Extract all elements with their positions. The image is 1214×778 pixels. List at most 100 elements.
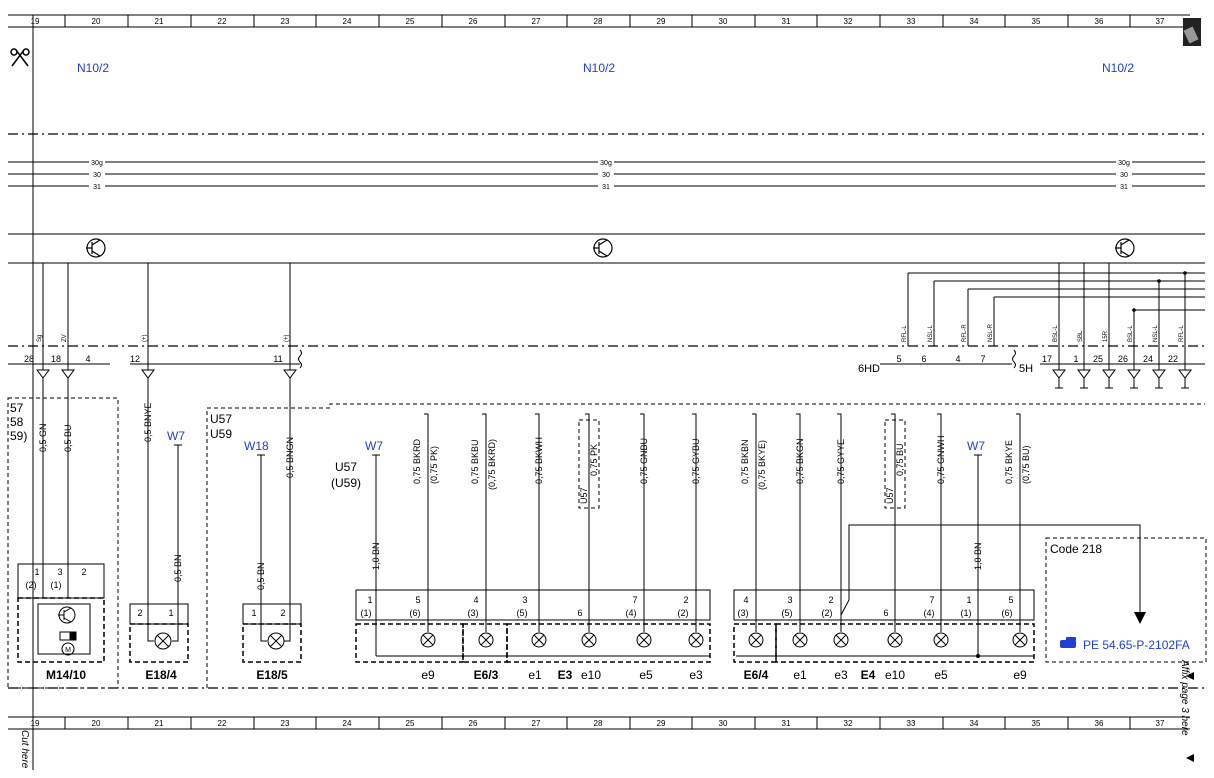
- affix-arrow-icon: [1186, 672, 1194, 762]
- ruler-col-35: 35: [1032, 17, 1041, 26]
- connector-5h-label: 5H: [1019, 363, 1033, 375]
- lamp-pin-alt: (2): [822, 608, 833, 618]
- lamp-label: e3: [834, 668, 848, 682]
- bus-30-left: 30: [93, 172, 101, 179]
- lamp-icon: [792, 632, 808, 648]
- lamp-pin: 4: [473, 595, 478, 605]
- plug-arrow-icon: [1052, 369, 1066, 389]
- ruler-bottom-col-20: 20: [92, 719, 101, 728]
- ruler-bottom-col-28: 28: [594, 719, 603, 728]
- e18-5-component-box: [242, 623, 302, 663]
- bus-30g-right: 30g: [1118, 160, 1130, 167]
- ruler-bottom-col-33: 33: [907, 719, 916, 728]
- lamp-label: E3: [558, 668, 573, 682]
- lamp-icon: [478, 632, 494, 648]
- ruler-bottom-col-30: 30: [719, 719, 728, 728]
- component-m14-10: M14/10: [46, 668, 86, 682]
- wire-label: 0,75 GNBU: [639, 438, 649, 484]
- left-signal-wires: [42, 263, 291, 370]
- ruler-bottom-col-36: 36: [1095, 719, 1104, 728]
- wire-label: 0,75 PK: [589, 444, 599, 476]
- pin-label-6hd: NSL-L: [928, 324, 934, 342]
- lamp-block-connector: [355, 589, 711, 621]
- ruler-bottom-col-37: 37: [1156, 719, 1165, 728]
- u57-module-box: [206, 403, 1205, 688]
- m14-pin-alt: (1): [51, 580, 62, 590]
- code-218-label: Code 218: [1050, 542, 1102, 556]
- plug-arrow-icon: [1102, 369, 1116, 389]
- pin-label-5h: SBL: [1078, 330, 1084, 342]
- ruler-bottom-col-31: 31: [782, 719, 791, 728]
- ruler-bottom-col-25: 25: [406, 719, 415, 728]
- ruler-col-24: 24: [343, 17, 352, 26]
- pin-number: 12: [130, 354, 140, 364]
- m14-component-box: [17, 597, 105, 663]
- lamp-label: e9: [1013, 668, 1027, 682]
- lamp-pin-alt: (2): [678, 608, 689, 618]
- lamp-pin-alt: (4): [626, 608, 637, 618]
- lamp-pin: 2: [683, 595, 688, 605]
- wire-label: 0,75 GNWH: [936, 435, 946, 484]
- component-n10-left: N10/2: [77, 61, 109, 75]
- pin-number: 11: [273, 354, 282, 364]
- plug-arrow-icon: [1152, 369, 1166, 389]
- module-label-u57-lamps: U57: [335, 460, 357, 474]
- lamp-pin: 7: [632, 595, 637, 605]
- e18-5-pin: 1: [251, 608, 256, 618]
- ruler-col-28: 28: [594, 17, 603, 26]
- transistor-icon: [593, 238, 613, 258]
- bus-31-mid: 31: [602, 184, 610, 191]
- lamp-pin: 6: [577, 608, 582, 618]
- pin-label-6hd: RFL-R: [962, 324, 968, 342]
- pin-number: 26: [1118, 354, 1128, 364]
- wire-label-variant: U57: [579, 487, 589, 504]
- ground-w18: W18: [244, 439, 269, 453]
- ruler-col-23: 23: [281, 17, 290, 26]
- cut-here-label: Cut here: [19, 730, 30, 769]
- wire-label: 0,75 BU: [895, 443, 905, 476]
- bus-30g-left: 30g: [91, 160, 103, 167]
- lamp-icon: [1012, 632, 1028, 648]
- bus-30-mid: 30: [602, 172, 610, 179]
- ruler-bottom-col-29: 29: [657, 719, 666, 728]
- module-label-57: 57: [10, 401, 24, 415]
- ruler-col-25: 25: [406, 17, 415, 26]
- connector-6hd-label: 6HD: [858, 363, 880, 375]
- code-218-reference-link[interactable]: PE 54.65-P-2102FA: [1083, 638, 1190, 652]
- pin-number: 28: [24, 354, 34, 364]
- pin-label-5h: BSL-L: [1053, 325, 1059, 342]
- top-ruler: [8, 14, 1190, 28]
- ruler-bottom-col-19: 19: [31, 719, 40, 728]
- e18-5-pin: 2: [280, 608, 285, 618]
- plug-arrow-icon: [1077, 369, 1091, 389]
- lamp-icon: [260, 618, 291, 650]
- lamp-icon: [833, 632, 849, 648]
- motor-symbol-label: M: [65, 647, 71, 654]
- wire-label: 0,75 BKGN: [795, 438, 805, 484]
- wire-bnye: 0,5 BNYE: [143, 402, 153, 442]
- ruler-bottom-col-26: 26: [469, 719, 478, 728]
- ruler-col-29: 29: [657, 17, 666, 26]
- ground-w7: W7: [167, 429, 185, 443]
- wire-label: 0,75 GYBU: [691, 438, 701, 484]
- pin-number: 17: [1042, 354, 1052, 364]
- ruler-bottom-col-27: 27: [532, 719, 541, 728]
- lamp-pin-alt: (1): [961, 608, 972, 618]
- wire-bngn: 0,5 BNGN: [285, 437, 295, 478]
- lamp-label: e9: [421, 668, 435, 682]
- plug-arrow-icon: [61, 369, 75, 400]
- lamp-pin: 4: [743, 595, 748, 605]
- lamp-e6-3-box: [462, 623, 508, 663]
- wire-label-variant: U57: [885, 487, 895, 504]
- pointing-hand-icon: [1060, 637, 1076, 648]
- ruler-col-37: 37: [1156, 17, 1165, 26]
- m14-pin: 3: [57, 567, 62, 577]
- u57-variant-box: [578, 419, 600, 509]
- bus-31-left: 31: [93, 184, 101, 191]
- wire-label-alt: (0,75 BKRD): [487, 439, 497, 490]
- lamp-pin-alt: (6): [410, 608, 421, 618]
- lamp-pin-alt: (3): [468, 608, 479, 618]
- lamp-block-right-connector: [733, 589, 1035, 621]
- pin-number: 22: [1168, 354, 1178, 364]
- plug-arrow-icon: [36, 369, 50, 400]
